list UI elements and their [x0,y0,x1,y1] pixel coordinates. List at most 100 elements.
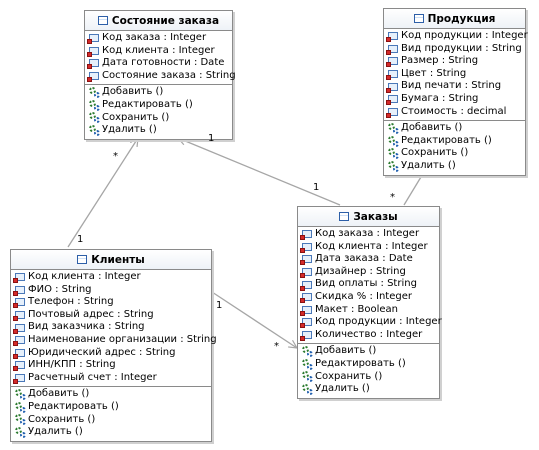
attribute-row[interactable]: Код заказа : Integer [298,228,439,241]
attribute-icon [13,285,25,296]
multiplicity-label: * [274,341,279,352]
multiplicity-label: * [390,192,395,203]
attribute-row[interactable]: ФИО : String [11,284,211,297]
attribute-icon [13,298,25,309]
assoc-orders-to-order-state [178,138,341,206]
class-header: Продукция [384,9,525,29]
operation-row[interactable]: Сохранить () [384,147,525,160]
attribute-icon [13,374,25,385]
operation-row[interactable]: Удалить () [85,124,232,137]
multiplicity-label: 1 [208,133,215,144]
attribute-icon [386,82,398,93]
class-icon [339,212,350,221]
attribute-row[interactable]: ИНН/КПП : String [11,359,211,372]
operation-row[interactable]: Удалить () [384,160,525,173]
attribute-row[interactable]: Дизайнер : String [298,266,439,279]
attribute-icon [13,348,25,359]
operation-gear-icon [302,346,313,358]
attribute-row[interactable]: Наименование организации : String [11,334,217,347]
attribute-row[interactable]: Состояние заказа : String [85,70,236,83]
attribute-row[interactable]: Скидка % : Integer [298,291,439,304]
attribute-row[interactable]: Бумага : String [384,93,525,106]
attribute-icon [386,107,398,118]
attribute-row[interactable]: Код клиента : Integer [298,241,439,254]
assoc-clients-to-orders [211,291,297,348]
class-icon [77,255,88,264]
attribute-row[interactable]: Код клиента : Integer [11,271,211,284]
attribute-row[interactable]: Вид печати : String [384,80,525,93]
attribute-row[interactable]: Почтовый адрес : String [11,309,211,322]
operation-gear-icon [89,124,100,136]
attributes-section: Код заказа : Integer Код клиента : Integ… [85,31,236,84]
class-icon [97,16,108,25]
attribute-icon [13,336,25,347]
attribute-row[interactable]: Юридический адрес : String [11,347,211,360]
attribute-row[interactable]: Дата готовности : Date [85,57,232,70]
attribute-row[interactable]: Вид заказчика : String [11,321,211,334]
attribute-icon [300,318,312,329]
class-orders[interactable]: Заказы Код заказа : Integer Код клиента … [297,206,442,399]
attribute-row[interactable]: Макет : Boolean [298,304,439,317]
class-icon [413,14,424,23]
attributes-section: Код клиента : Integer ФИО : String Телеф… [11,270,217,386]
class-header: Заказы [298,207,439,227]
operation-row[interactable]: Редактировать () [85,99,232,112]
attribute-icon [87,59,99,70]
class-header: Клиенты [11,250,211,270]
attribute-icon [386,57,398,68]
operation-gear-icon [15,389,26,401]
operation-row[interactable]: Редактировать () [11,401,211,414]
operation-row[interactable]: Редактировать () [298,358,439,371]
attribute-row[interactable]: Код продукции : Integer [298,316,442,329]
operation-row[interactable]: Редактировать () [384,135,525,148]
operation-row[interactable]: Добавить () [85,86,232,99]
attribute-icon [300,230,312,241]
attribute-icon [300,242,312,253]
operation-gear-icon [15,414,26,426]
operation-row[interactable]: Сохранить () [11,414,211,427]
attribute-row[interactable]: Код продукции : Integer [384,30,528,43]
attribute-icon [300,331,312,342]
attribute-row[interactable]: Расчетный счет : Integer [11,372,211,385]
attribute-row[interactable]: Размер : String [384,55,525,68]
operation-gear-icon [15,401,26,413]
assoc-clients-to-order-state [67,138,138,248]
attribute-icon [13,311,25,322]
attribute-icon [386,32,398,43]
class-products[interactable]: Продукция Код продукции : Integer Вид пр… [383,8,528,176]
attribute-row[interactable]: Цвет : String [384,68,525,81]
attribute-row[interactable]: Количество : Integer [298,329,439,342]
attribute-row[interactable]: Вид оплаты : String [298,278,439,291]
operations-section: Добавить () Редактировать () Сохранить (… [384,120,525,174]
multiplicity-label: 1 [77,234,84,245]
attribute-icon [87,34,99,45]
class-header: Состояние заказа [85,11,232,31]
operation-row[interactable]: Удалить () [298,383,439,396]
attribute-icon [300,255,312,266]
operation-row[interactable]: Добавить () [298,345,439,358]
attribute-icon [87,72,99,83]
operation-gear-icon [388,135,399,147]
attribute-row[interactable]: Вид продукции : String [384,43,525,56]
attribute-row[interactable]: Дата заказа : Date [298,253,439,266]
operation-gear-icon [89,112,100,124]
operation-row[interactable]: Удалить () [11,426,211,439]
operations-section: Добавить () Редактировать () Сохранить (… [11,386,211,440]
class-clients[interactable]: Клиенты Код клиента : Integer ФИО : Stri… [10,249,217,442]
operation-row[interactable]: Добавить () [384,122,525,135]
class-title: Заказы [353,210,398,223]
attribute-row[interactable]: Стоимость : decimal [384,106,525,119]
attribute-row[interactable]: Код заказа : Integer [85,32,232,45]
attribute-row[interactable]: Телефон : String [11,296,211,309]
attribute-icon [386,95,398,106]
operation-gear-icon [388,148,399,160]
operation-gear-icon [302,358,313,370]
operation-row[interactable]: Сохранить () [85,112,232,125]
attribute-icon [300,268,312,279]
attributes-section: Код продукции : Integer Вид продукции : … [384,29,528,120]
operation-row[interactable]: Сохранить () [298,371,439,384]
class-order-state[interactable]: Состояние заказа Код заказа : Integer Ко… [84,10,236,140]
operation-row[interactable]: Добавить () [11,388,211,401]
attribute-row[interactable]: Код клиента : Integer [85,45,232,58]
